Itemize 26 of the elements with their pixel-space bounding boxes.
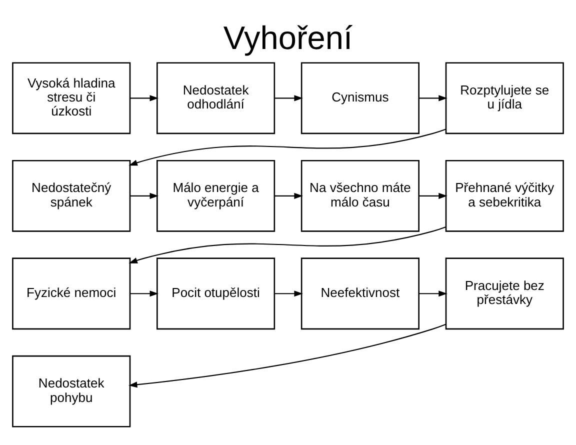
arrow [130,290,158,297]
node-box: Cynismus [300,62,420,134]
arrow [130,95,158,102]
node-box: Nedostatek pohybu [12,355,131,428]
arrow [418,290,448,297]
node-box: Nedostatek odhodlání [156,62,276,134]
arrow [130,192,158,199]
node-box: Neefektivnost [300,258,420,330]
arrow [274,290,303,297]
arrow [274,192,303,199]
arrow [128,324,446,388]
node-box: Přehnané výčitky a sebekritika [445,160,564,232]
node-box: Vysoká hladina stresu či úzkosti [12,62,131,134]
node-box: Pocit otupělosti [156,258,276,330]
node-box: Málo energie a vyčerpání [156,160,276,232]
node-box: Na všechno máte málo času [300,160,420,232]
node-box: Rozptylujete se u jídla [445,62,564,134]
arrow [418,95,448,102]
node-box: Nedostatečný spánek [12,160,131,232]
node-box: Fyzické nemoci [12,258,131,330]
node-box: Pracujete bez přestávky [445,258,564,330]
arrow [128,128,446,166]
arrow [128,226,446,264]
diagram-title: Vyhoření [223,20,353,56]
arrow [274,95,303,102]
arrow [418,192,448,199]
